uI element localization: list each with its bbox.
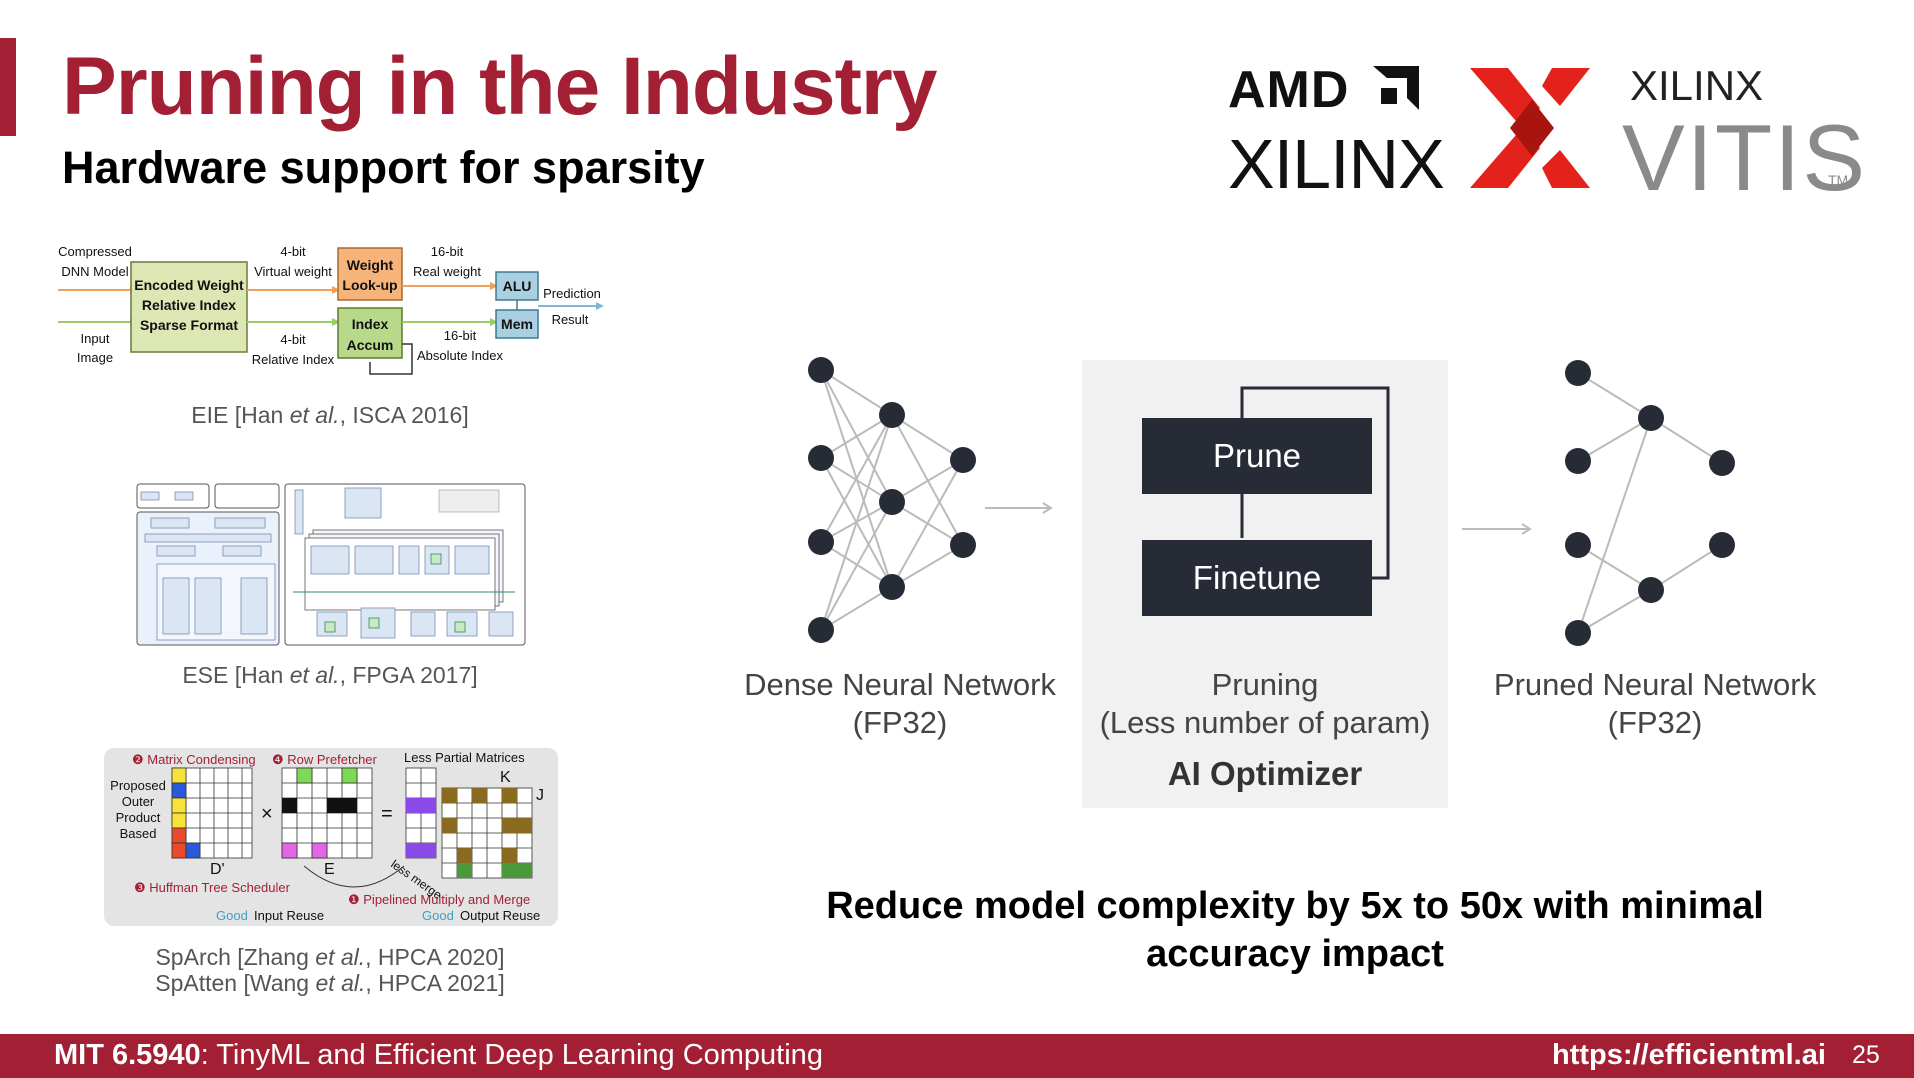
prune-finetune-loop bbox=[1240, 386, 1390, 580]
sparch-d-prime-label: D' bbox=[210, 861, 225, 878]
dense-network-label: Dense Neural Network (FP32) bbox=[744, 667, 1056, 740]
title-accent-bar bbox=[0, 38, 16, 136]
sparch-product: Product bbox=[116, 810, 161, 825]
eie-encoded-line3: Sparse Format bbox=[140, 317, 238, 333]
arrow-to-pruning-icon bbox=[985, 502, 1053, 514]
ese-architecture-diagram bbox=[135, 482, 527, 647]
sparch-good-2: Good bbox=[422, 908, 454, 923]
eie-label-compressed: Compressed bbox=[58, 244, 132, 259]
sparch-equals-symbol: = bbox=[381, 803, 393, 825]
xilinx-vitis-logo: XILINX VITIS TM bbox=[1470, 60, 1870, 210]
sparch-good-1: Good bbox=[216, 908, 248, 923]
course-url-link[interactable]: https://efficientml.ai bbox=[1552, 1039, 1826, 1071]
sparch-proposed: Proposed bbox=[110, 778, 166, 793]
course-title: MIT 6.5940: TinyML and Efficient Deep Le… bbox=[54, 1039, 823, 1071]
eie-label-absolute-index: Absolute Index bbox=[417, 348, 504, 363]
eie-label-relative-index: Relative Index bbox=[252, 352, 335, 367]
eie-index-line1: Index bbox=[352, 316, 389, 332]
vitis-wordmark: VITIS bbox=[1622, 105, 1868, 210]
eie-label-16bit-top: 16-bit bbox=[431, 244, 464, 259]
pruned-network-label: Pruned Neural Network (FP32) bbox=[1493, 667, 1817, 740]
slide-title: Pruning in the Industry bbox=[62, 41, 937, 132]
ese-caption: ESE [Han et al., FPGA 2017] bbox=[182, 662, 478, 688]
eie-label-dnn-model: DNN Model bbox=[61, 264, 128, 279]
pruned-network-diagram bbox=[1565, 360, 1735, 646]
summary-statement: Reduce model complexity by 5x to 50x wit… bbox=[826, 885, 1764, 975]
sparch-output-reuse: Output Reuse bbox=[460, 908, 540, 923]
eie-mem: Mem bbox=[501, 316, 533, 332]
slide-subtitle: Hardware support for sparsity bbox=[62, 142, 705, 193]
sparch-j-label: J bbox=[536, 787, 544, 804]
amd-xilinx-logo: AMD XILINX bbox=[1228, 60, 1445, 203]
eie-weight-line1: Weight bbox=[347, 257, 394, 273]
xilinx-wordmark: XILINX bbox=[1228, 125, 1445, 203]
sparch-outer: Outer bbox=[122, 794, 155, 809]
eie-block-diagram: Compressed DNN Model Input Image Encoded… bbox=[58, 244, 604, 375]
eie-label-prediction: Prediction bbox=[543, 286, 601, 301]
sparch-diagram: ❷ Matrix Condensing ❹ Row Prefetcher Les… bbox=[104, 748, 558, 926]
sparch-row-prefetcher: ❹ Row Prefetcher bbox=[272, 752, 378, 767]
arrow-to-pruned-icon bbox=[1462, 523, 1532, 535]
footer-bar: MIT 6.5940: TinyML and Efficient Deep Le… bbox=[0, 1034, 1914, 1078]
eie-label-4bit-top: 4-bit bbox=[280, 244, 306, 259]
eie-label-16bit-bottom: 16-bit bbox=[444, 328, 477, 343]
eie-label-4bit-bottom: 4-bit bbox=[280, 332, 306, 347]
sparch-less-partial: Less Partial Matrices bbox=[404, 750, 525, 765]
eie-label-virtual-weight: Virtual weight bbox=[254, 264, 332, 279]
sparch-e-label: E bbox=[324, 861, 335, 878]
eie-alu: ALU bbox=[503, 278, 532, 294]
finetune-block: Finetune bbox=[1142, 540, 1372, 616]
eie-caption: EIE [Han et al., ISCA 2016] bbox=[191, 402, 469, 428]
eie-index-line2: Accum bbox=[347, 337, 394, 353]
sparch-pipelined: ❶ Pipelined Multiply and Merge bbox=[348, 892, 530, 907]
amd-wordmark: AMD bbox=[1228, 61, 1350, 119]
sparch-k-label: K bbox=[500, 769, 511, 786]
xilinx-x-icon bbox=[1470, 68, 1590, 188]
page-number: 25 bbox=[1852, 1041, 1880, 1069]
prune-block: Prune bbox=[1142, 418, 1372, 494]
vitis-brand-text: XILINX bbox=[1630, 62, 1764, 109]
eie-label-image: Image bbox=[77, 350, 113, 365]
sparch-caption: SpArch [Zhang et al., HPCA 2020] bbox=[155, 944, 505, 970]
trademark-mark: TM bbox=[1828, 172, 1849, 188]
sparch-matrix-condensing: ❷ Matrix Condensing bbox=[132, 752, 256, 767]
dense-network-diagram bbox=[808, 357, 976, 643]
eie-encoded-line2: Relative Index bbox=[142, 297, 236, 313]
sparch-based: Based bbox=[120, 826, 157, 841]
ai-optimizer-label: AI Optimizer bbox=[1167, 755, 1363, 792]
eie-label-real-weight: Real weight bbox=[413, 264, 481, 279]
eie-label-result: Result bbox=[552, 312, 589, 327]
sparch-huffman: ❸ Huffman Tree Scheduler bbox=[134, 880, 291, 895]
amd-arrow-icon bbox=[1373, 66, 1419, 110]
pruning-label: Pruning (Less number of param) bbox=[1099, 667, 1431, 740]
sparch-input-reuse: Input Reuse bbox=[254, 908, 324, 923]
eie-weight-line2: Look-up bbox=[342, 277, 397, 293]
eie-encoded-line1: Encoded Weight bbox=[134, 277, 244, 293]
sparch-times-symbol: × bbox=[261, 803, 273, 825]
spatten-caption: SpAtten [Wang et al., HPCA 2021] bbox=[155, 970, 505, 996]
eie-label-input: Input bbox=[81, 331, 110, 346]
